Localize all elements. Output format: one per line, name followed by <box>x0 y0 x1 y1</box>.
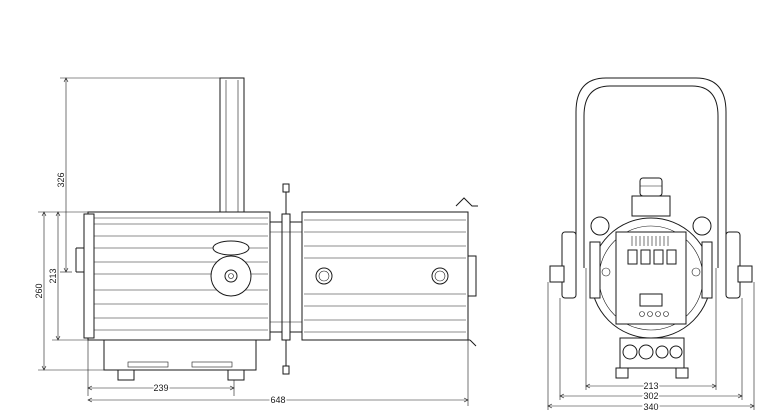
cooling-fins <box>631 236 669 246</box>
side-screw-left <box>601 267 611 277</box>
power-connector-out <box>638 344 654 360</box>
tilt-knob <box>224 269 238 283</box>
dim-label-302: 302 <box>643 391 658 401</box>
dimension-lines-front <box>547 268 755 410</box>
top-handle-block <box>631 195 671 217</box>
lens-barrel-ribs <box>304 219 466 333</box>
dmx-connector-out <box>669 345 683 359</box>
dim-label-260: 260 <box>34 283 44 298</box>
control-buttons <box>627 249 677 265</box>
dim-label-239: 239 <box>153 383 168 393</box>
dim-label-213-front: 213 <box>643 381 658 391</box>
side-bracket-left <box>589 241 601 299</box>
display-panel <box>615 231 687 325</box>
side-view: 326 260 213 239 648 <box>34 77 478 407</box>
yoke-knob-left <box>561 231 577 299</box>
focus-knob-right <box>431 267 449 285</box>
power-connector-in <box>622 344 638 360</box>
dimension-lines-side <box>38 77 469 406</box>
dmx-connector-in <box>655 345 669 359</box>
front-foot-left <box>615 367 629 379</box>
yoke-inner <box>583 85 719 268</box>
accessory-clip-top <box>455 197 478 207</box>
yoke-knob-left-cap <box>549 265 565 283</box>
lcd-display <box>639 293 663 307</box>
yoke-outer <box>575 77 727 268</box>
top-handle-knob <box>639 177 663 197</box>
rear-cap <box>83 213 95 339</box>
focus-knob-left <box>315 267 333 285</box>
front-lens-cap <box>467 255 477 297</box>
dim-label-340: 340 <box>643 402 658 412</box>
foot-left <box>117 369 135 381</box>
dim-label-648: 648 <box>270 395 285 405</box>
base-vents <box>127 361 233 368</box>
dim-label-213-side: 213 <box>48 268 58 283</box>
side-screw-right <box>691 267 701 277</box>
mount-ear-right <box>692 216 712 236</box>
dim-label-326: 326 <box>56 172 66 187</box>
yoke-knob-right <box>725 231 741 299</box>
front-foot-right <box>675 367 689 379</box>
front-view: 213 302 340 <box>547 77 755 414</box>
yoke-clamp <box>212 240 250 256</box>
yoke-knob-right-cap <box>737 265 753 283</box>
mount-ear-left <box>590 216 610 236</box>
foot-right <box>227 369 245 381</box>
side-bracket-right <box>701 241 713 299</box>
indicator-leds <box>639 311 669 317</box>
base-box <box>103 339 257 371</box>
gate-plate <box>281 213 291 341</box>
